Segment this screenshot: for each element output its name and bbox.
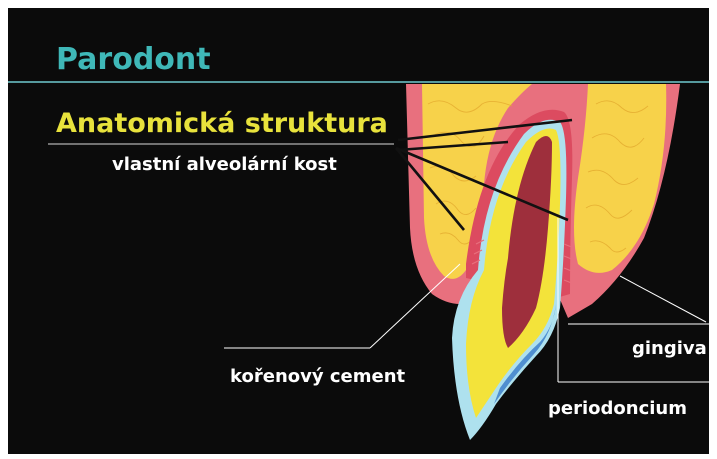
label-alveolar-bone: vlastní alveolární kost xyxy=(112,154,337,175)
slide-subtitle: Anatomická struktura xyxy=(56,108,388,139)
slide-title: Parodont xyxy=(56,42,211,77)
label-root-cement: kořenový cement xyxy=(230,366,405,387)
alveolar-bone-right xyxy=(574,84,666,273)
slide-canvas: Parodont Anatomická struktura vlastní al… xyxy=(8,8,709,454)
label-gingiva: gingiva xyxy=(632,338,707,359)
label-periodontium: periodoncium xyxy=(548,398,687,419)
